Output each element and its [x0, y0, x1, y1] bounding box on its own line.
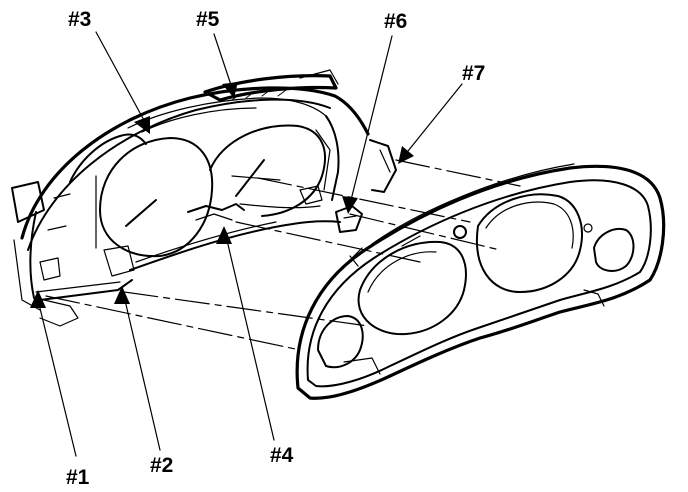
callout-2: #2: [150, 454, 173, 477]
callout-1: #1: [66, 466, 90, 489]
alignment-lines: [45, 159, 521, 351]
callout-5: #5: [196, 8, 220, 31]
arrow-head-3: [134, 116, 150, 134]
callout-6: #6: [384, 10, 407, 33]
cluster-bezel: [295, 163, 666, 400]
arrow-head-5: [222, 82, 238, 98]
callout-labels: #1 #2 #3 #4 #5 #6 #7: [66, 8, 485, 489]
callout-4: #4: [270, 444, 294, 467]
arrow-head-7: [398, 146, 414, 164]
arrow-head-6: [342, 196, 358, 214]
cluster-housing: [11, 69, 397, 327]
arrow-head-1: [30, 290, 46, 308]
leader-lines: [30, 31, 463, 457]
callout-7: #7: [462, 62, 485, 85]
arrow-head-2: [114, 286, 130, 304]
callout-3: #3: [68, 8, 91, 31]
arrow-head-4: [216, 226, 232, 244]
